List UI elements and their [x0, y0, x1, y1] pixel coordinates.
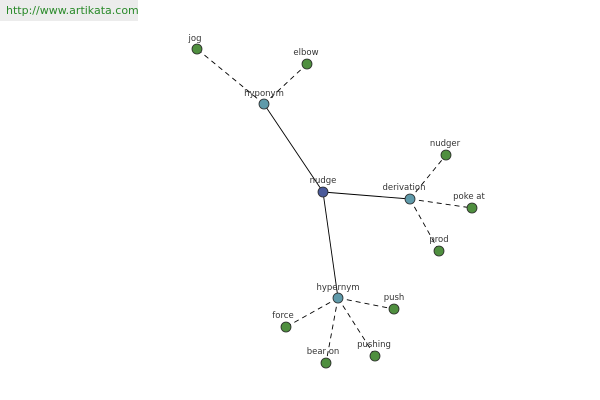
node-push[interactable]: push [384, 293, 405, 315]
node-label-bear-on: bear on [307, 347, 340, 357]
edge-derivation-nudger [409, 154, 447, 200]
node-label-nudger: nudger [430, 139, 461, 149]
node-label-jog: jog [188, 34, 202, 44]
node-nudge[interactable]: nudge [310, 176, 337, 198]
edge-hypernym-force [285, 297, 339, 328]
node-label-push: push [384, 293, 405, 303]
node-elbow[interactable]: elbow [293, 48, 319, 70]
relation-node-circle[interactable] [332, 292, 344, 304]
nodes-layer: nudge hyponym jog elbow derivation nudger poke… [188, 34, 486, 369]
leaf-node-circle[interactable] [440, 149, 452, 161]
node-hyponym[interactable]: hyponym [244, 89, 284, 110]
edge-hyponym-elbow [263, 63, 308, 105]
edge-hypernym-push [337, 297, 395, 310]
leaf-node-circle[interactable] [301, 58, 313, 70]
relation-node-circle[interactable] [404, 193, 416, 205]
edge-nudge-hypernym [322, 191, 339, 299]
edge-nudge-hyponym [263, 103, 324, 193]
edge-hypernym-pushing [337, 297, 376, 357]
node-pushing[interactable]: pushing [357, 340, 391, 362]
edge-hyponym-jog [196, 48, 265, 105]
node-prod[interactable]: prod [429, 235, 449, 257]
node-derivation[interactable]: derivation [382, 183, 426, 205]
node-label-nudge: nudge [310, 176, 337, 186]
node-label-hypernym: hypernym [316, 283, 359, 293]
leaf-node-circle[interactable] [433, 245, 445, 257]
node-hypernym[interactable]: hypernym [316, 283, 360, 304]
node-label-elbow: elbow [293, 48, 318, 58]
url-banner[interactable]: http://www.artikata.com [0, 0, 139, 21]
node-poke-at[interactable]: poke at [453, 192, 486, 214]
center-node-circle[interactable] [317, 186, 329, 198]
node-jog[interactable]: jog [188, 34, 203, 55]
node-label-force: force [272, 311, 293, 321]
relation-node-circle[interactable] [258, 98, 270, 110]
node-force[interactable]: force [272, 311, 294, 333]
leaf-node-circle[interactable] [320, 357, 332, 369]
node-label-poke-at: poke at [453, 192, 485, 202]
edge-derivation-poke-at [409, 198, 473, 209]
node-label-derivation: derivation [382, 183, 425, 193]
node-label-prod: prod [429, 235, 448, 245]
node-bear-on[interactable]: bear on [307, 347, 340, 369]
leaf-node-circle[interactable] [369, 350, 381, 362]
node-nudger[interactable]: nudger [430, 139, 461, 161]
leaf-node-circle[interactable] [388, 303, 400, 315]
leaf-node-circle[interactable] [466, 202, 478, 214]
edge-derivation-prod [409, 198, 440, 252]
edges-layer [196, 48, 473, 364]
edge-hypernym-bear-on [325, 297, 339, 364]
leaf-node-circle[interactable] [280, 321, 292, 333]
edge-nudge-derivation [322, 191, 411, 200]
leaf-node-circle[interactable] [191, 43, 203, 55]
node-label-hyponym: hyponym [244, 89, 284, 99]
node-label-pushing: pushing [357, 340, 391, 350]
